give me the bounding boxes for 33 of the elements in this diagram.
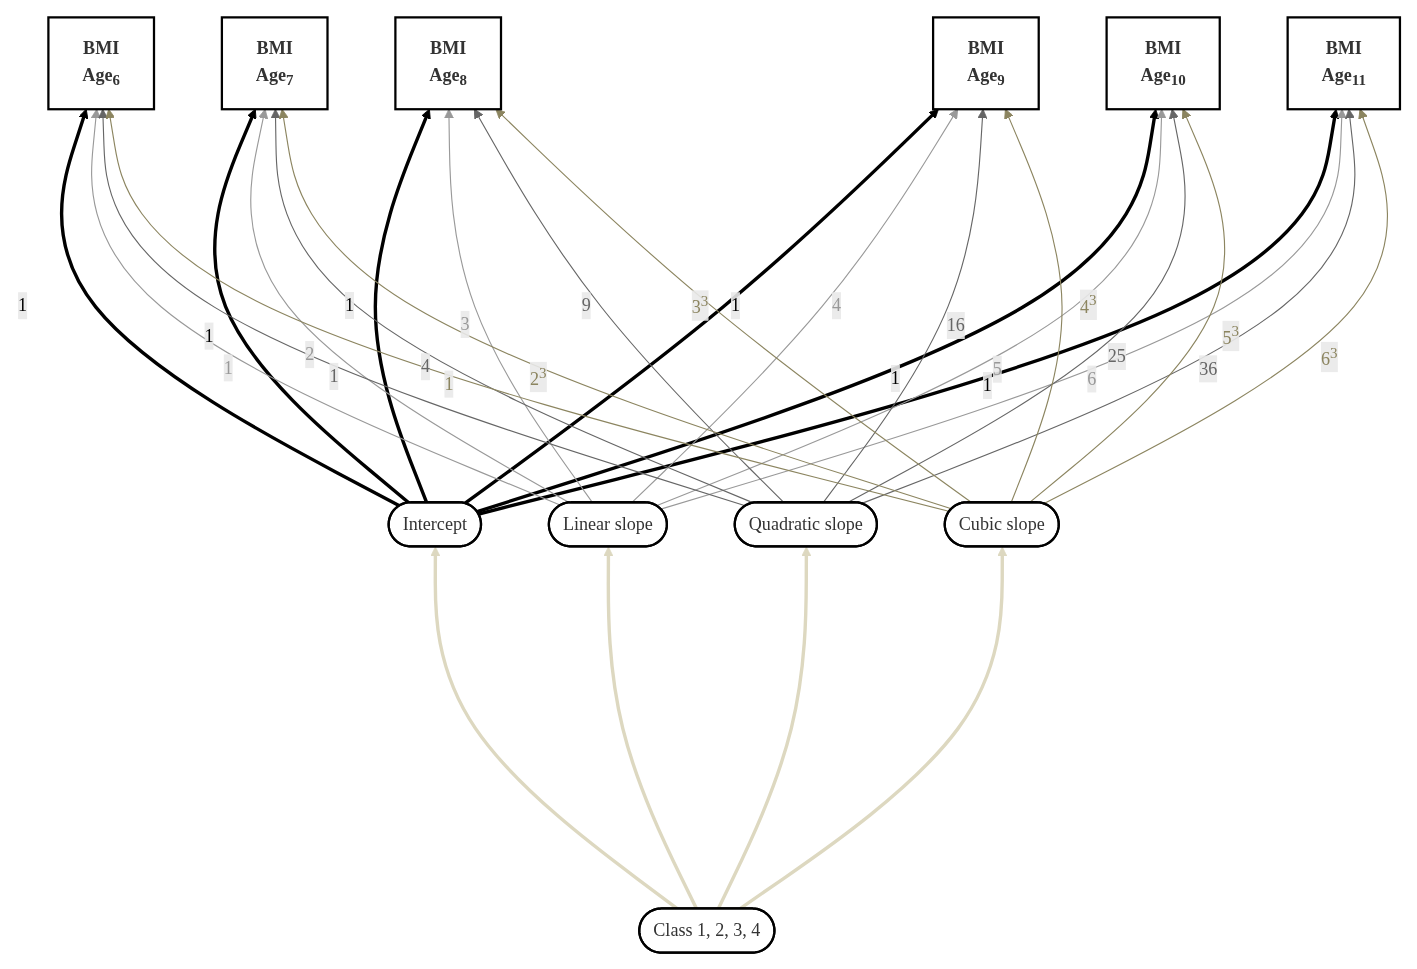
node-box: BMI Age$_{10}$ — [1104, 15, 1221, 110]
node-box: BMI Age$_{11}$ — [1286, 15, 1401, 110]
edge-label: 1 — [443, 373, 453, 393]
edge-label: 5 — [992, 358, 1002, 378]
node-box: BMI Age$_{6}$ — [46, 15, 155, 110]
node-box: BMI Age$_{9}$ — [931, 15, 1040, 110]
arrow — [477, 108, 1339, 516]
edge-label: 4 — [420, 356, 430, 376]
edge-label: 36 — [1198, 358, 1217, 378]
edge-label: 3 — [460, 313, 470, 333]
edge-label: 1 — [730, 295, 740, 315]
node-box: BMI Age$_{8}$ — [393, 15, 502, 110]
edge-label: 16 — [946, 314, 965, 335]
arrow — [659, 108, 1347, 510]
edge-label: 2 — [304, 343, 314, 364]
edge-label: 1 — [328, 365, 338, 385]
edge-label: 1 — [890, 367, 900, 388]
edge-label: 4 — [831, 295, 841, 315]
edge-label: 3$^{3}$ — [691, 292, 708, 317]
edge-label: 1 — [982, 374, 992, 395]
edge-label: 9 — [581, 295, 591, 315]
edge-label: 1 — [223, 357, 233, 377]
edge-label: 25 — [1107, 345, 1126, 366]
arrow — [476, 108, 1159, 513]
edge-label: 1 — [204, 325, 214, 345]
edge-label: 1 — [344, 294, 354, 315]
edge-label: 6 — [1086, 368, 1096, 388]
edge-label: 5$^{3}$ — [1221, 322, 1239, 347]
edge-label: 6$^{3}$ — [1320, 343, 1338, 368]
node-box: BMI Age$_{7}$ — [220, 15, 329, 110]
edge-label: 2$^{3}$ — [529, 363, 546, 388]
edge-label: 1 — [17, 295, 27, 315]
edge-label: 4$^{3}$ — [1079, 291, 1096, 316]
